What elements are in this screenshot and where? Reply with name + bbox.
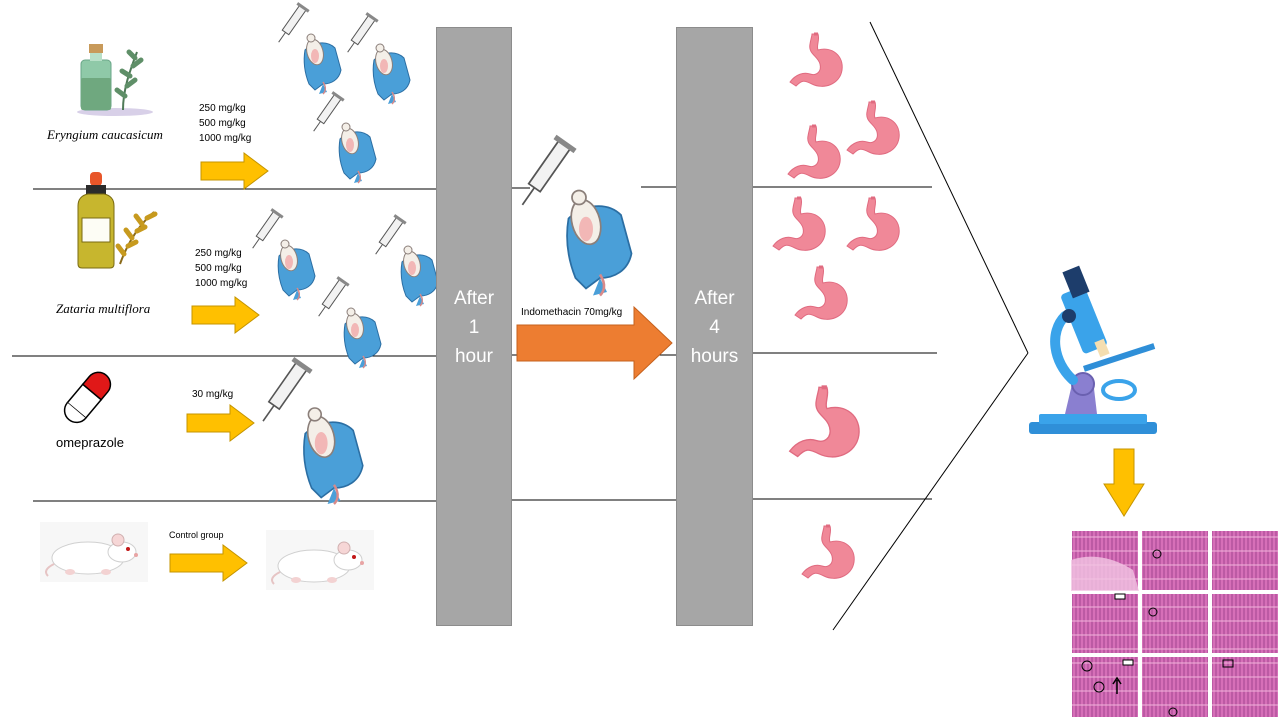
dose-label: 250 mg/kg — [199, 103, 246, 114]
time-bar-text: 1 — [468, 317, 480, 338]
stomach-icon — [845, 196, 901, 252]
time-bar-text: After — [453, 288, 495, 309]
dose-list-omeprazole: 30 mg/kg — [192, 387, 233, 402]
dose-arrow-icon — [169, 544, 248, 582]
stomach-icon — [787, 385, 862, 459]
mouse-icon — [39, 521, 149, 583]
time-bar-after-1-hour: After 1 hour — [436, 27, 512, 626]
stomach-icon — [788, 32, 844, 88]
microscope-icon — [1029, 265, 1157, 434]
time-bar-after-4-hours: After 4 hours — [676, 27, 753, 626]
time-bar-text: After — [694, 288, 735, 309]
herbal-bottle-icon — [77, 44, 153, 116]
dose-label: 1000 mg/kg — [199, 133, 252, 144]
injection-icon — [307, 90, 377, 184]
induction-label: Indomethacin 70mg/kg — [521, 307, 623, 318]
stomach-icon — [793, 265, 849, 321]
injection-icon — [312, 275, 382, 369]
control-group-label: Control group — [169, 530, 224, 540]
time-bar-text: hour — [454, 346, 494, 367]
stomach-icon — [771, 196, 827, 252]
stomach-icon — [786, 124, 842, 180]
dose-list-zataria: 250 mg/kg 500 mg/kg 1000 mg/kg — [195, 246, 247, 291]
stomach-icon — [845, 100, 901, 156]
injection-icon — [246, 207, 316, 301]
mouse-icon — [265, 529, 375, 591]
induction-arrow-icon — [516, 305, 673, 381]
down-arrow-icon — [1103, 448, 1145, 517]
dose-label: 30 mg/kg — [192, 389, 234, 400]
oil-dropper-bottle-icon — [77, 172, 158, 269]
funnel-lower-line — [832, 352, 1029, 631]
agent-label-zataria: Zataria multiflora — [56, 301, 151, 316]
injection-icon — [272, 1, 342, 95]
dose-label: 1000 mg/kg — [195, 278, 248, 289]
injection-icon — [511, 133, 633, 297]
injection-icon — [369, 213, 439, 307]
injection-icon — [341, 11, 411, 105]
dose-list-eryngium: 250 mg/kg 500 mg/kg 1000 mg/kg — [199, 101, 251, 146]
time-bar-text: hours — [690, 346, 739, 367]
dose-label: 500 mg/kg — [195, 263, 242, 274]
histology-slides-grid — [1070, 529, 1280, 719]
agent-label-eryngium: Eryngium caucasicum — [47, 127, 163, 142]
dose-arrow-icon — [186, 404, 255, 442]
injection-icon — [252, 355, 364, 506]
agent-label-omeprazole: omeprazole — [56, 435, 124, 450]
funnel-upper-line — [869, 21, 1029, 354]
dose-list-control: Control group — [169, 528, 224, 543]
dose-arrow-icon — [200, 152, 269, 190]
dose-label: 250 mg/kg — [195, 248, 242, 259]
capsule-icon — [63, 371, 112, 424]
time-bar-text: 4 — [709, 317, 720, 338]
histology-slides-icon — [1070, 529, 1280, 719]
stomach-icon — [800, 524, 856, 580]
dose-label: 500 mg/kg — [199, 118, 246, 129]
dose-arrow-icon — [191, 296, 260, 334]
